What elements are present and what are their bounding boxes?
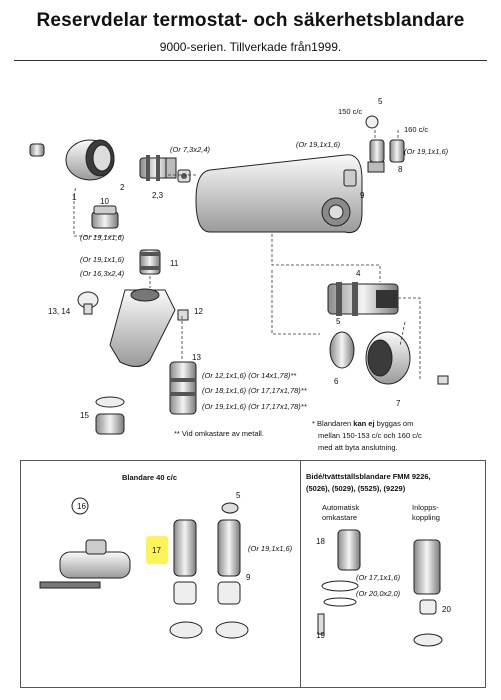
part-5-filter: [365, 115, 379, 129]
title-divider: [14, 60, 487, 61]
label-160cc: 160 c/c: [404, 125, 428, 134]
label-12: 12: [194, 307, 203, 316]
star-note-line1: * Blandaren kan ej byggas om: [312, 419, 413, 428]
box-right-inlet-coupling: [413, 539, 443, 647]
label-8: 8: [398, 165, 403, 174]
part-4-thermostat-element: [327, 282, 399, 316]
part-10-fitting: [91, 205, 119, 229]
assembly-lines: [73, 130, 421, 380]
label-2-3: 2,3: [152, 191, 164, 200]
star-note-line2: mellan 150-153 c/c och 160 c/c: [318, 431, 422, 440]
box-right-title-2: (5026), (5029), (5525), (9229): [306, 484, 406, 493]
label-11: 11: [170, 259, 179, 268]
connector-150cc: [369, 139, 385, 163]
label-9-box: 9: [246, 573, 251, 582]
label-or-19-a: (Or 19,1x1,6): [296, 140, 341, 149]
part-small-cap: [29, 143, 45, 157]
label-20: 20: [442, 605, 451, 614]
star-note-line3: med att byta anslutning.: [318, 443, 398, 452]
variants-box-divider: [300, 460, 301, 688]
part-11-spindle: [139, 249, 161, 275]
label-5-mid: 5: [336, 317, 341, 326]
label-or-18-1: (Or 18,1x1,6) (Or 17,17x1,78)**: [202, 386, 308, 395]
part-8-union: [367, 161, 385, 173]
variants-box: [20, 460, 486, 688]
inlet-label-2: koppling: [412, 513, 440, 522]
label-15: 15: [80, 411, 89, 420]
label-5-box: 5: [236, 491, 241, 500]
label-or-7-3: (Or 7,3x2,4): [170, 145, 211, 154]
part-13-diverter: [169, 361, 197, 415]
box-left-mixer: [39, 497, 131, 589]
knob-screw: [437, 375, 449, 385]
part-9-washer: [343, 169, 357, 187]
label-or-19-10: (Or 19,1x1,6): [80, 233, 125, 242]
mixer-body: [195, 154, 363, 234]
page-subtitle: 9000-serien. Tillverkade från1999.: [159, 40, 342, 54]
box-right-title-1: Bidé/tvättställsblandare FMM 9226,: [306, 472, 431, 481]
label-4: 4: [356, 269, 361, 278]
part-13-14-button: [77, 291, 99, 315]
label-or-20-box: (Or 20,0x2,0): [356, 589, 401, 598]
label-10: 10: [100, 197, 109, 206]
label-13-14: 13, 14: [48, 307, 71, 316]
label-19: 19: [316, 631, 325, 640]
label-7: 7: [396, 399, 401, 408]
auto-diverter-label-2: omkastare: [322, 513, 357, 522]
page-title: Reservdelar termostat- och säkerhetsblan…: [36, 10, 465, 31]
label-or-19-11: (Or 19,1x1,6): [80, 255, 125, 264]
part-6-stop-ring: [329, 331, 355, 369]
part-1-handle-knob: [65, 139, 115, 181]
part-2-cartridge: [139, 155, 177, 181]
label-16: 16: [77, 502, 86, 511]
spout-lever: [109, 288, 176, 367]
label-or-19-b: (Or 19,1x1,6): [404, 147, 449, 156]
auto-diverter-label-1: Automatisk: [322, 503, 359, 512]
box-left-title: Blandare 40 c/c: [122, 473, 177, 482]
label-1: 1: [72, 193, 77, 202]
label-or-16-3: (Or 16,3x2,4): [80, 269, 125, 278]
label-2: 2: [120, 183, 125, 192]
label-or-17-box: (Or 17,1x1,6): [356, 573, 401, 582]
label-9: 9: [360, 191, 365, 200]
label-or-19-box: (Or 19,1x1,6): [248, 544, 293, 553]
label-or-12-1: (Or 12,1x1,6) (Or 14x1,78)**: [202, 371, 297, 380]
box-left-connectors: [169, 502, 249, 639]
label-6: 6: [334, 377, 339, 386]
label-18: 18: [316, 537, 325, 546]
label-13: 13: [192, 353, 201, 362]
part-2-3-nut: [177, 169, 191, 183]
part-12-screw: [177, 309, 189, 321]
label-or-19-13: (Or 19,1x1,6) (Or 17,17x1,78)**: [202, 402, 308, 411]
label-5-top: 5: [378, 97, 383, 106]
metal-note: ** Vid omkastare av metall.: [174, 429, 264, 438]
connector-160cc: [389, 139, 405, 163]
highlight-part-17: [146, 536, 168, 564]
inlet-label-1: Inlopps-: [412, 503, 439, 512]
box-right-auto-diverter: [317, 529, 361, 635]
part-7-temperature-knob: [365, 331, 411, 385]
part-15-aerator: [95, 396, 125, 435]
label-150cc: 150 c/c: [338, 107, 362, 116]
label-17: 17: [152, 546, 161, 555]
